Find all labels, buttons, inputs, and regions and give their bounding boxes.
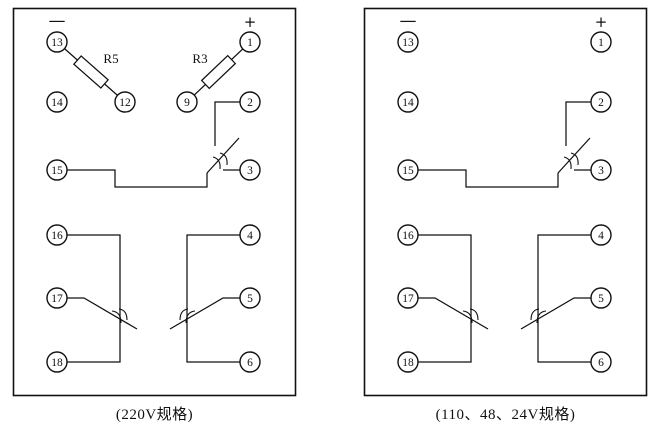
contact-arc-bl-2 bbox=[469, 308, 479, 321]
wire-r3-lead-top bbox=[231, 48, 244, 61]
terminal-5 bbox=[590, 287, 612, 309]
contact-blade-top bbox=[557, 137, 591, 174]
wire-r5-lead-bottom bbox=[104, 83, 118, 96]
contact-arc-br-2 bbox=[530, 308, 540, 321]
terminal-18 bbox=[46, 351, 68, 373]
terminal-4 bbox=[239, 224, 261, 246]
terminal-9-label: 9 bbox=[184, 97, 190, 109]
terminal-16-label: 16 bbox=[402, 230, 414, 242]
terminal-9 bbox=[176, 91, 198, 113]
terminal-15-label: 15 bbox=[402, 165, 414, 177]
terminal-1-label: 1 bbox=[598, 37, 604, 49]
terminal-4 bbox=[590, 224, 612, 246]
diagram-220v: — + R5 R3 bbox=[12, 7, 297, 424]
contact-blade-bottom-right bbox=[169, 297, 240, 330]
terminal-17-label: 17 bbox=[402, 293, 414, 305]
caption-220v: (220V规格) bbox=[115, 407, 194, 423]
polarity-plus-label: + bbox=[244, 13, 257, 31]
wire-terminal15-to-contact bbox=[67, 169, 208, 188]
terminal-1 bbox=[239, 31, 261, 53]
resistor-r3-label: R3 bbox=[192, 51, 207, 66]
terminal-16-label: 16 bbox=[51, 230, 63, 242]
terminal-12-label: 12 bbox=[119, 97, 131, 109]
contact-arc-bl-1 bbox=[462, 310, 473, 324]
terminal-2 bbox=[239, 91, 261, 113]
relay-case-outline bbox=[12, 7, 297, 397]
contact-blade-bottom-left bbox=[418, 297, 489, 330]
wire-r3-lead-bottom bbox=[193, 83, 206, 96]
terminal-15 bbox=[397, 159, 419, 181]
terminal-6 bbox=[239, 351, 261, 373]
contact-arc-bl-1 bbox=[111, 310, 122, 324]
terminal-2 bbox=[590, 91, 612, 113]
wire-terminal15-to-contact bbox=[418, 169, 559, 188]
wire-terminal4-6 bbox=[537, 234, 591, 363]
wire-terminal2-to-contact bbox=[565, 101, 591, 146]
terminal-6-label: 6 bbox=[598, 357, 604, 369]
contact-arc-bl-2 bbox=[118, 308, 128, 321]
wire-terminal4-6 bbox=[186, 234, 240, 363]
terminal-2-label: 2 bbox=[247, 97, 253, 109]
terminal-14-label: 14 bbox=[51, 97, 63, 109]
terminal-13 bbox=[46, 31, 68, 53]
contact-blade-bottom-right bbox=[520, 297, 591, 330]
terminal-5-label: 5 bbox=[598, 293, 604, 305]
terminal-12 bbox=[114, 91, 136, 113]
terminal-18 bbox=[397, 351, 419, 373]
terminal-18-label: 18 bbox=[51, 357, 63, 369]
terminal-17 bbox=[397, 287, 419, 309]
wiring-diagram-110-48-24v: — + 13 14 15 bbox=[363, 7, 648, 397]
terminal-3 bbox=[590, 159, 612, 181]
terminal-15-label: 15 bbox=[51, 165, 63, 177]
contact-arc-br-1 bbox=[185, 310, 196, 324]
contact-arc-br-1 bbox=[536, 310, 547, 324]
terminal-4-label: 4 bbox=[247, 230, 253, 242]
contact-arc-top-1 bbox=[212, 156, 221, 170]
caption-110-48-24v: (110、48、24V规格) bbox=[435, 407, 576, 423]
contact-blade-top bbox=[206, 137, 240, 174]
wire-terminal16-18 bbox=[418, 234, 472, 363]
polarity-minus-label: — bbox=[400, 11, 417, 31]
wire-r5-lead-top bbox=[64, 48, 78, 61]
terminal-5-label: 5 bbox=[247, 293, 253, 305]
contact-arc-top-1 bbox=[563, 156, 572, 170]
polarity-minus-label: — bbox=[49, 11, 66, 31]
diagram-110-48-24v: — + 13 14 15 bbox=[363, 7, 648, 424]
wire-terminal16-18 bbox=[67, 234, 121, 363]
contact-arc-top-2 bbox=[219, 152, 228, 166]
terminal-5 bbox=[239, 287, 261, 309]
terminal-3-label: 3 bbox=[598, 165, 604, 177]
wiring-diagram-220v: — + R5 R3 bbox=[12, 7, 297, 397]
terminal-14 bbox=[397, 91, 419, 113]
terminal-16 bbox=[397, 224, 419, 246]
terminal-1 bbox=[590, 31, 612, 53]
terminal-14-label: 14 bbox=[402, 97, 414, 109]
resistor-r5-label: R5 bbox=[103, 51, 118, 66]
terminal-18-label: 18 bbox=[402, 357, 414, 369]
polarity-plus-label: + bbox=[595, 13, 608, 31]
terminal-16 bbox=[46, 224, 68, 246]
terminal-13-label: 13 bbox=[51, 37, 63, 49]
terminal-3-label: 3 bbox=[247, 165, 253, 177]
contact-blade-bottom-left bbox=[67, 297, 138, 330]
wire-terminal2-to-contact bbox=[214, 101, 240, 146]
terminal-14 bbox=[46, 91, 68, 113]
terminal-13-label: 13 bbox=[402, 37, 414, 49]
terminal-17-label: 17 bbox=[51, 293, 63, 305]
terminal-6-label: 6 bbox=[247, 357, 253, 369]
terminal-4-label: 4 bbox=[598, 230, 604, 242]
contact-arc-br-2 bbox=[179, 308, 189, 321]
terminal-15 bbox=[46, 159, 68, 181]
terminal-3 bbox=[239, 159, 261, 181]
terminal-6 bbox=[590, 351, 612, 373]
terminal-1-label: 1 bbox=[247, 37, 253, 49]
relay-case-outline bbox=[363, 7, 648, 397]
terminal-2-label: 2 bbox=[598, 97, 604, 109]
terminal-17 bbox=[46, 287, 68, 309]
terminal-13 bbox=[397, 31, 419, 53]
contact-arc-top-2 bbox=[570, 152, 579, 166]
